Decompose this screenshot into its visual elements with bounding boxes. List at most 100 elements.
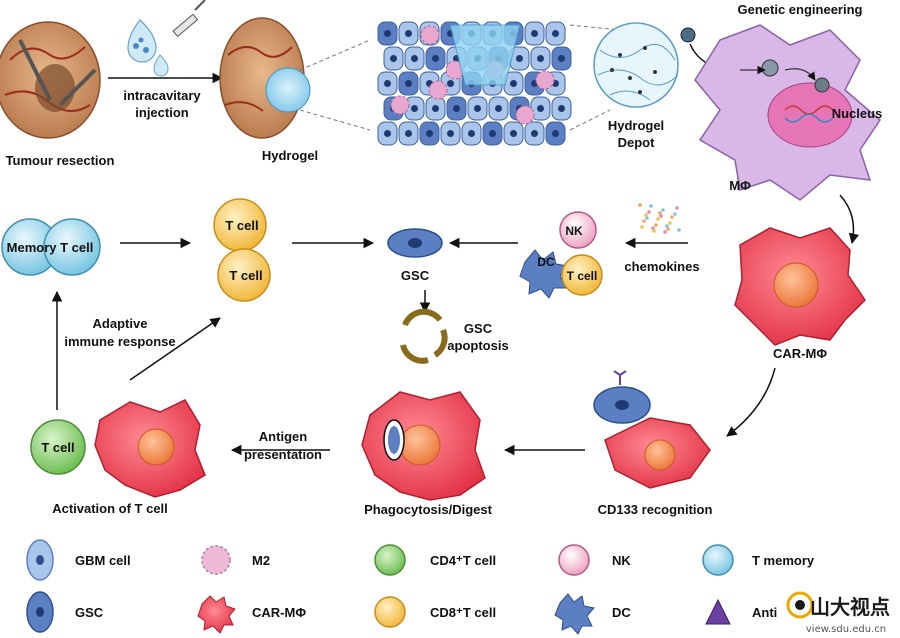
tissue-cell-nucleus bbox=[411, 55, 418, 62]
hydrogel-depot-label-2: Depot bbox=[618, 135, 656, 150]
t-cell-label-bottom: T cell bbox=[229, 268, 262, 283]
tissue-cell-nucleus bbox=[474, 105, 481, 112]
tissue-cell-nucleus bbox=[552, 130, 559, 137]
m2-macrophage bbox=[428, 80, 448, 100]
watermark-text: 山大视点 bbox=[810, 595, 890, 619]
tumour-resection-brain-icon bbox=[0, 21, 101, 139]
gsc-apoptosis-icon bbox=[400, 308, 448, 364]
tissue-cell-nucleus bbox=[537, 105, 544, 112]
tissue-cell-nucleus bbox=[531, 130, 538, 137]
chemokine-dot bbox=[649, 204, 653, 208]
tissue-cell-nucleus bbox=[384, 80, 391, 87]
legend-nk-icon bbox=[558, 544, 590, 576]
t-cell-label-cd4: T cell bbox=[41, 440, 74, 455]
tissue-cell-nucleus bbox=[468, 130, 475, 137]
chemokine-dot bbox=[670, 215, 674, 219]
legend-label-3: NK bbox=[612, 553, 631, 568]
chemokine-dot bbox=[640, 225, 644, 229]
chemokine-dot bbox=[644, 213, 648, 217]
legend-label-9: Anti bbox=[752, 605, 777, 620]
tissue-cell-nucleus bbox=[405, 80, 412, 87]
adaptive-label-1: Adaptive bbox=[93, 316, 148, 331]
hydrogel-depot-icon bbox=[593, 22, 679, 108]
legend-cd8-icon bbox=[374, 596, 406, 628]
antigen-label-1: Antigen bbox=[259, 429, 307, 444]
memory-t-cell-label: Memory T cell bbox=[7, 240, 94, 255]
watermark-logo: 山大视点 view.sdu.edu.cn bbox=[786, 591, 890, 635]
tissue-cell-nucleus bbox=[432, 55, 439, 62]
tissue-cell-nucleus bbox=[558, 55, 565, 62]
cd133-label: CD133 recognition bbox=[598, 502, 713, 517]
cd8-t-cell-pair bbox=[213, 198, 271, 302]
m2-macrophage bbox=[420, 25, 440, 45]
tissue-cell-nucleus bbox=[558, 105, 565, 112]
chemokine-dot bbox=[658, 211, 662, 215]
tissue-cell-nucleus bbox=[405, 130, 412, 137]
cd4-t-cell-icon bbox=[30, 419, 86, 475]
chemokine-dot bbox=[656, 217, 660, 221]
legend-dc-icon bbox=[554, 593, 595, 635]
macrophage-label: MΦ bbox=[729, 178, 751, 193]
tissue-cell-nucleus bbox=[411, 105, 418, 112]
legend-label-4: T memory bbox=[752, 553, 815, 568]
hydrogel-depot-label-1: Hydrogel bbox=[608, 118, 664, 133]
legend-label-1: M2 bbox=[252, 553, 270, 568]
chemokine-dot bbox=[668, 221, 672, 225]
hydrogel-brain-icon bbox=[219, 17, 311, 139]
antigen-label-2: presentation bbox=[244, 447, 322, 462]
m2-macrophage bbox=[535, 70, 555, 90]
legend: GBM cell M2 CD4⁺T cell NK T memory GSC C… bbox=[26, 539, 815, 635]
tissue-cell-nucleus bbox=[384, 30, 391, 37]
chemokine-dot bbox=[659, 214, 663, 218]
chemokine-dot bbox=[665, 224, 669, 228]
gsc-label: GSC bbox=[401, 268, 430, 283]
syringe-injection-icon bbox=[127, 0, 206, 77]
nk-label: NK bbox=[565, 224, 583, 238]
m2-macrophage bbox=[390, 95, 410, 115]
tumour-tissue-block bbox=[377, 21, 572, 146]
t-cell-label-chemo: T cell bbox=[567, 269, 598, 283]
nucleus-label: Nucleus bbox=[832, 106, 883, 121]
chemokine-dot bbox=[677, 228, 681, 232]
legend-label-5: GSC bbox=[75, 605, 104, 620]
tissue-cell-nucleus bbox=[447, 80, 454, 87]
t-cell-label-top: T cell bbox=[225, 218, 258, 233]
m2-macrophage bbox=[515, 105, 535, 125]
tissue-cell-nucleus bbox=[552, 30, 559, 37]
chemokines-label: chemokines bbox=[624, 259, 699, 274]
nanoparticle-icon bbox=[680, 27, 696, 43]
chemokine-dot bbox=[654, 223, 658, 227]
phagocytosis-macrophage-icon bbox=[361, 391, 486, 501]
car-macrophage-presenting-icon bbox=[94, 399, 206, 498]
chemokine-dot bbox=[673, 212, 677, 216]
phagocytosis-label: Phagocytosis/Digest bbox=[364, 502, 493, 517]
hydrogel-label: Hydrogel bbox=[262, 148, 318, 163]
chemokine-dot bbox=[651, 226, 655, 230]
chemokine-dot bbox=[652, 229, 656, 233]
macrophage-icon bbox=[694, 24, 881, 201]
legend-label-2: CD4⁺T cell bbox=[430, 553, 496, 568]
legend-label-8: DC bbox=[612, 605, 631, 620]
tissue-cell-nucleus bbox=[537, 55, 544, 62]
tissue-cell-nucleus bbox=[531, 30, 538, 37]
legend-label-7: CD8⁺T cell bbox=[430, 605, 496, 620]
nk-cell-icon bbox=[559, 211, 597, 249]
tissue-cell-nucleus bbox=[453, 105, 460, 112]
tissue-cell-nucleus bbox=[510, 130, 517, 137]
chemokines-dots-icon bbox=[638, 203, 681, 234]
tissue-cell-nucleus bbox=[516, 55, 523, 62]
legend-car-icon bbox=[197, 595, 236, 634]
chemokine-dot bbox=[645, 216, 649, 220]
dc-label: DC bbox=[537, 255, 555, 269]
watermark-url: view.sdu.edu.cn bbox=[806, 624, 886, 635]
chemokine-dot bbox=[663, 230, 667, 234]
legend-cd4-icon bbox=[374, 544, 406, 576]
tissue-cell-nucleus bbox=[390, 55, 397, 62]
car-macrophage-icon bbox=[734, 227, 866, 346]
legend-m2-icon bbox=[201, 545, 231, 575]
activation-label: Activation of T cell bbox=[52, 501, 168, 516]
legend-antigen-icon bbox=[705, 598, 731, 625]
tissue-cell-nucleus bbox=[489, 130, 496, 137]
car-macrophage-label: CAR-MΦ bbox=[773, 346, 827, 361]
